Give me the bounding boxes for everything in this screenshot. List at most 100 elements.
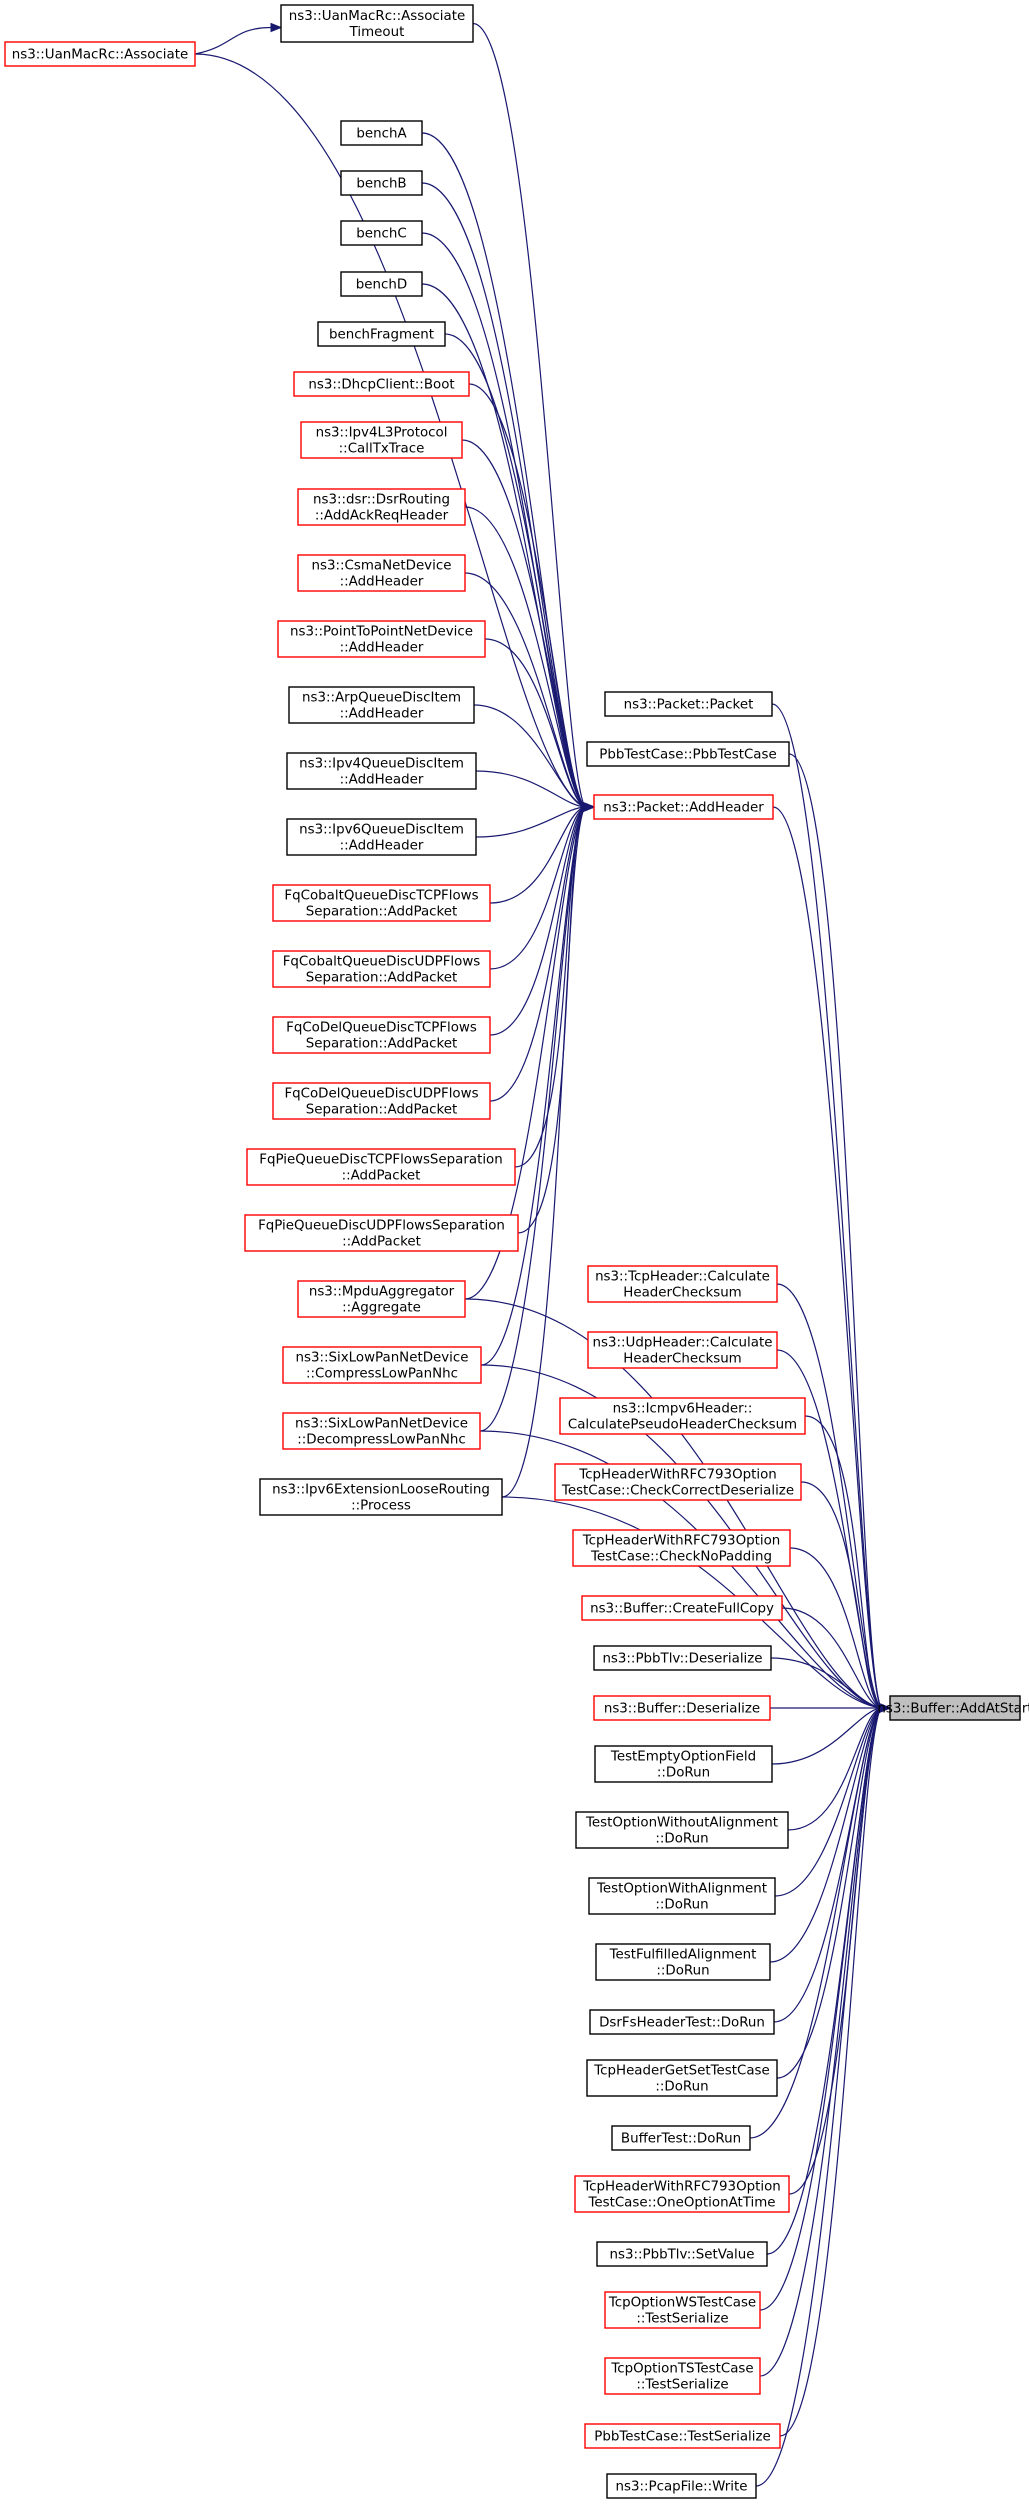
node-box — [604, 2291, 761, 2329]
node-testfulfilledalignment-dorun[interactable]: TestFulfilledAlignment::DoRun — [595, 1943, 771, 1981]
node-box — [604, 691, 773, 717]
node-label: ns3::Ipv6ExtensionLooseRouting — [272, 1483, 490, 1498]
node-box — [572, 1529, 791, 1567]
node-tcpheadergetsettestcase-dorun[interactable]: TcpHeaderGetSetTestCase::DoRun — [586, 2059, 778, 2097]
node-benchd[interactable]: benchD — [340, 271, 423, 297]
node-box — [286, 752, 477, 790]
node-label: ::Process — [351, 1499, 411, 1514]
edge-bd-to-addh — [421, 283, 586, 808]
arrowhead-uma-to-umat — [270, 22, 283, 33]
node-testoptionwithoutalignment-dorun[interactable]: TestOptionWithoutAlignment::DoRun — [575, 1811, 789, 1849]
node-buffertest-dorun[interactable]: BufferTest::DoRun — [611, 2125, 751, 2151]
node-label: ::AddPacket — [342, 1169, 421, 1184]
edge-tfa-to-buf — [769, 1707, 882, 1963]
node-box — [606, 2473, 757, 2499]
node-box — [286, 818, 477, 856]
node-benchfragment[interactable]: benchFragment — [317, 321, 446, 347]
edge-addh-to-buf — [772, 806, 882, 1709]
node-ns3-uanmacrc-associate[interactable]: ns3::UanMacRc::Associate — [4, 41, 196, 67]
node-dsrfsheadertest-dorun[interactable]: DsrFsHeaderTest::DoRun — [589, 2009, 775, 2035]
node-label: ::AddAckReqHeader — [315, 509, 449, 524]
node-box — [280, 4, 474, 43]
node-testemptyoptionfield-dorun[interactable]: TestEmptyOptionField::DoRun — [594, 1745, 773, 1783]
node-ns3-csmanetdevice-addheader[interactable]: ns3::CsmaNetDevice::AddHeader — [297, 554, 466, 592]
node-ns3-pbbtlv-setvalue[interactable]: ns3::PbbTlv::SetValue — [596, 2241, 768, 2267]
edge-tcpgs-to-buf — [776, 1707, 882, 2079]
node-label: FqCobaltQueueDiscUDPFlows — [283, 955, 481, 970]
edge-tots-to-buf — [759, 1707, 882, 2377]
node-box — [340, 170, 423, 196]
node-label: ::DoRun — [655, 2080, 708, 2095]
node-label: Separation::AddPacket — [306, 1103, 458, 1118]
node-ns3-dhcpclient-boot[interactable]: ns3::DhcpClient::Boot — [293, 371, 470, 397]
node-ns3-pbbtlv-deserialize[interactable]: ns3::PbbTlv::Deserialize — [593, 1645, 772, 1671]
node-ns3-ipv6extensionlooserouting-process[interactable]: ns3::Ipv6ExtensionLooseRouting::Process — [259, 1478, 503, 1516]
node-tcpoptionwstestcase-testserialize[interactable]: TcpOptionWSTestCase::TestSerialize — [604, 2291, 761, 2329]
node-label: ns3::Packet::Packet — [624, 698, 754, 713]
node-ns3-ipv4l3protocol-calltxtrace[interactable]: ns3::Ipv4L3Protocol::CallTxTrace — [300, 421, 463, 459]
node-label: FqCoDelQueueDiscTCPFlows — [286, 1021, 477, 1036]
node-label: ns3::PbbTlv::SetValue — [610, 2248, 755, 2263]
node-pbbtestcase-testserialize[interactable]: PbbTestCase::TestSerialize — [584, 2423, 781, 2449]
node-ns3-icmpv6header-calculatepseudoheaderchecksum[interactable]: ns3::Icmpv6Header::CalculatePseudoHeader… — [559, 1397, 806, 1435]
node-ns3-arpqueuediscitem-addheader[interactable]: ns3::ArpQueueDiscItem::AddHeader — [288, 686, 475, 724]
node-ns3-sixlowpannetdevice-decompresslowpannhc[interactable]: ns3::SixLowPanNetDevice::DecompressLowPa… — [282, 1412, 481, 1450]
node-bencha[interactable]: benchA — [340, 120, 423, 146]
node-ns3-buffer-createfullcopy[interactable]: ns3::Buffer::CreateFullCopy — [581, 1595, 783, 1621]
edge-csma-to-addh — [464, 572, 586, 808]
node-label: benchC — [356, 227, 406, 242]
node-label: Separation::AddPacket — [306, 971, 458, 986]
edge-uma-to-addh — [194, 53, 586, 808]
node-ns3-packet-packet[interactable]: ns3::Packet::Packet — [604, 691, 773, 717]
node-tcpoptiontstestcase-testserialize[interactable]: TcpOptionTSTestCase::TestSerialize — [604, 2357, 761, 2395]
node-pbbtestcase-pbbtestcase[interactable]: PbbTestCase::PbbTestCase — [586, 741, 790, 767]
node-tcpheaderwithrfc793optiontestcase-oneoptionattime[interactable]: TcpHeaderWithRFC793OptionTestCase::OneOp… — [574, 2175, 790, 2213]
node-label: ::AddHeader — [340, 773, 424, 788]
node-label: FqCoDelQueueDiscUDPFlows — [284, 1087, 478, 1102]
node-fqcobaltqueuedisctcpflowsseparation-addpacket[interactable]: FqCobaltQueueDiscTCPFlowsSeparation::Add… — [272, 884, 491, 922]
node-label: ns3::Ipv4L3Protocol — [316, 426, 448, 441]
node-ns3-mpduaggregator-aggregate[interactable]: ns3::MpduAggregator::Aggregate — [297, 1280, 466, 1318]
node-ns3-pcapfile-write[interactable]: ns3::PcapFile::Write — [606, 2473, 757, 2499]
node-label: ::DoRun — [656, 1964, 709, 1979]
node-box — [282, 1346, 482, 1384]
node-ns3-dsr-dsrrouting-addackreqheader[interactable]: ns3::dsr::DsrRouting::AddAckReqHeader — [297, 488, 466, 526]
node-ns3-buffer-deserialize[interactable]: ns3::Buffer::Deserialize — [593, 1695, 771, 1721]
node-label: Timeout — [349, 25, 405, 40]
node-ns3-ipv6queuediscitem-addheader[interactable]: ns3::Ipv6QueueDiscItem::AddHeader — [286, 818, 477, 856]
node-box — [244, 1214, 519, 1252]
node-ns3-packet-addheader[interactable]: ns3::Packet::AddHeader — [593, 794, 774, 820]
node-box — [593, 794, 774, 820]
node-fqcodelqueuediscudpflowsseparation-addpacket[interactable]: FqCoDelQueueDiscUDPFlowsSeparation::AddP… — [272, 1082, 491, 1120]
edge-uma-to-umat — [194, 26, 273, 55]
node-label: ::CompressLowPanNhc — [306, 1367, 458, 1382]
node-ns3-sixlowpannetdevice-compresslowpannhc[interactable]: ns3::SixLowPanNetDevice::CompressLowPanN… — [282, 1346, 482, 1384]
node-ns3-ipv4queuediscitem-addheader[interactable]: ns3::Ipv4QueueDiscItem::AddHeader — [286, 752, 477, 790]
node-benchb[interactable]: benchB — [340, 170, 423, 196]
node-box — [272, 1016, 491, 1054]
node-fqcodelqueuedisctcpflowsseparation-addpacket[interactable]: FqCoDelQueueDiscTCPFlowsSeparation::AddP… — [272, 1016, 491, 1054]
node-label: DsrFsHeaderTest::DoRun — [599, 2016, 765, 2031]
node-label: TcpOptionTSTestCase — [610, 2362, 753, 2377]
node-tcpheaderwithrfc793optiontestcase-checknopadding[interactable]: TcpHeaderWithRFC793OptionTestCase::Check… — [572, 1529, 791, 1567]
node-label: ::AddHeader — [340, 575, 424, 590]
edge-fdu-to-addh — [489, 806, 586, 1102]
node-fqpiequeuedisctcpflowsseparation-addpacket[interactable]: FqPieQueueDiscTCPFlowsSeparation::AddPac… — [246, 1148, 516, 1186]
node-label: TestOptionWithoutAlignment — [585, 1816, 778, 1831]
node-benchc[interactable]: benchC — [340, 220, 423, 246]
node-box — [246, 1148, 516, 1186]
node-box — [340, 220, 423, 246]
node-fqcobaltqueuediscudpflowsseparation-addpacket[interactable]: FqCobaltQueueDiscUDPFlowsSeparation::Add… — [272, 950, 491, 988]
node-label: ::AddHeader — [340, 839, 424, 854]
node-tcpheaderwithrfc793optiontestcase-checkcorrectdeserialize[interactable]: TcpHeaderWithRFC793OptionTestCase::Check… — [554, 1463, 802, 1501]
node-fqpiequeuediscudpflowsseparation-addpacket[interactable]: FqPieQueueDiscUDPFlowsSeparation::AddPac… — [244, 1214, 519, 1252]
node-testoptionwithalignment-dorun[interactable]: TestOptionWithAlignment::DoRun — [588, 1877, 776, 1915]
node-ns3-pointtopointnetdevice-addheader[interactable]: ns3::PointToPointNetDevice::AddHeader — [277, 620, 486, 658]
node-label: ::DoRun — [657, 1766, 710, 1781]
edge-arp-to-addh — [473, 704, 586, 808]
node-box — [340, 120, 423, 146]
edge-fcu-to-addh — [489, 806, 586, 970]
